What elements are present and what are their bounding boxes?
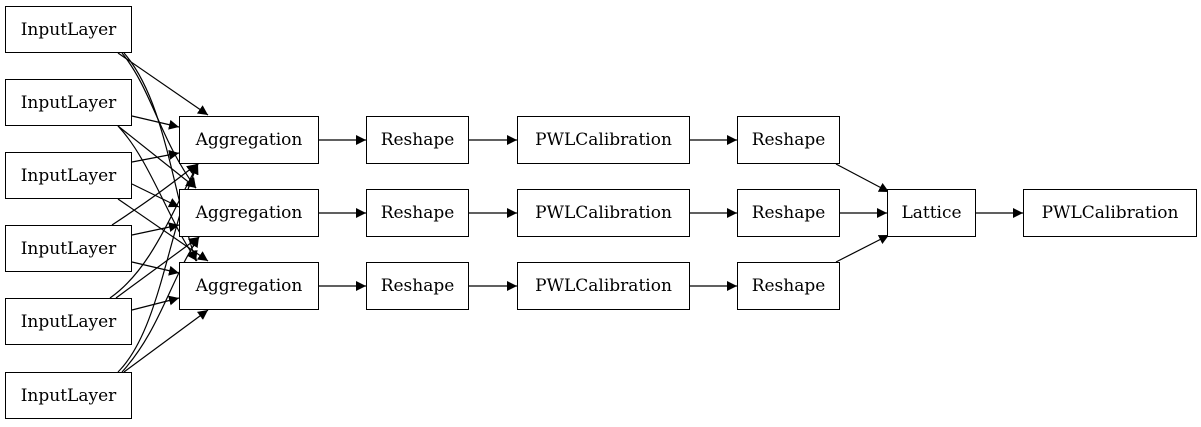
edge-input1-to-agg1 [117, 52, 209, 116]
edge-input2-to-agg1 [131, 115, 180, 130]
reshape-node-3b: Reshape [737, 262, 840, 310]
reshape-node-2a: Reshape [366, 189, 469, 237]
edge-input5-to-agg1 [109, 163, 199, 299]
edge-input4-to-agg1 [111, 163, 198, 226]
input-layer-node-6: InputLayer [5, 372, 132, 419]
edge-input4-to-agg2 [131, 222, 180, 236]
edge-input6-to-agg3 [123, 309, 209, 373]
input-layer-node-4: InputLayer [5, 225, 132, 272]
edge-input6-to-agg2 [121, 236, 200, 373]
aggregation-node-1: Aggregation [179, 116, 319, 164]
input-layer-node-2: InputLayer [5, 79, 132, 126]
pwlcalibration-node-3: PWLCalibration [517, 262, 690, 310]
edge-input3-to-agg3 [117, 198, 209, 262]
pwlcalibration-node-1: PWLCalibration [517, 116, 690, 164]
input-layer-node-3: InputLayer [5, 152, 132, 199]
pwlcalibration-node-2: PWLCalibration [517, 189, 690, 237]
edge-reshape3b-to-lattice [835, 234, 890, 263]
edge-input4-to-agg3 [131, 261, 180, 276]
reshape-node-1a: Reshape [366, 116, 469, 164]
edge-input5-to-agg3 [131, 295, 180, 311]
reshape-node-1b: Reshape [737, 116, 840, 164]
input-layer-node-1: InputLayer [5, 6, 132, 53]
aggregation-node-2: Aggregation [179, 189, 319, 237]
reshape-node-3a: Reshape [366, 262, 469, 310]
edge-reshape1b-to-lattice [835, 163, 890, 193]
edge-input3-to-agg1 [131, 149, 180, 163]
reshape-node-2b: Reshape [737, 189, 840, 237]
output-pwlcalibration-node: PWLCalibration [1023, 189, 1197, 237]
aggregation-node-3: Aggregation [179, 262, 319, 310]
lattice-node: Lattice [887, 189, 976, 237]
input-layer-node-5: InputLayer [5, 298, 132, 345]
edge-input5-to-agg2 [115, 236, 200, 299]
